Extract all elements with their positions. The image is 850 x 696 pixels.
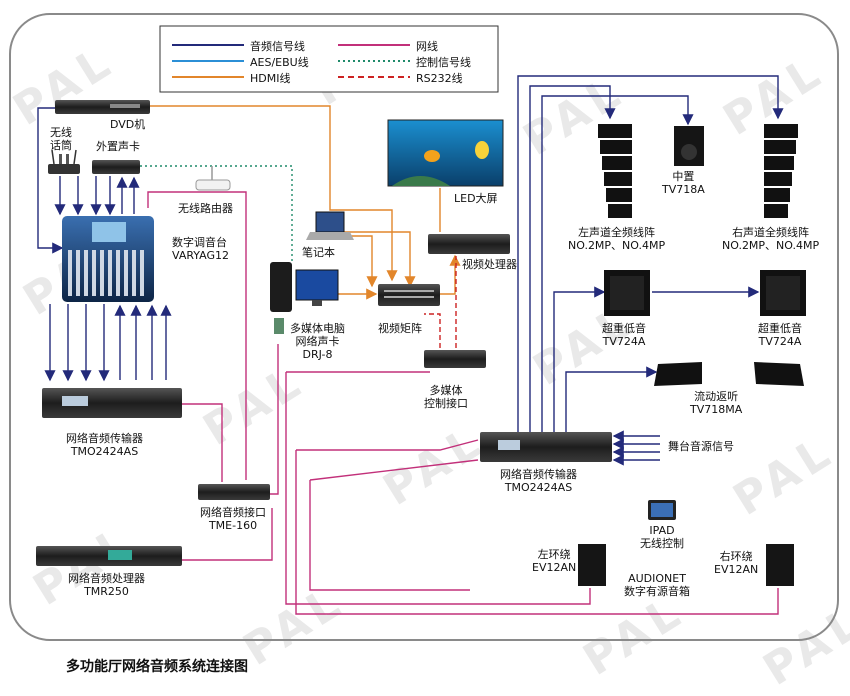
legend-hdmi: HDMI线 — [250, 72, 291, 85]
label-laptop: 笔记本 — [302, 246, 335, 259]
network-audio-transmitter-left-icon — [42, 388, 182, 418]
label-video-processor: 视频处理器 — [462, 258, 517, 271]
ipad-icon — [648, 500, 676, 520]
label-dvd: DVD机 — [110, 118, 146, 131]
right-surround-speaker-icon — [766, 544, 794, 586]
network-audio-processor-icon — [36, 546, 182, 566]
left-line-array-icon — [598, 124, 632, 218]
video-matrix-icon — [378, 284, 440, 306]
legend-network: 网线 — [416, 40, 438, 53]
floor-monitor-icon — [654, 362, 804, 386]
dvd-player-icon — [55, 100, 150, 114]
network-audio-transmitter-right-icon — [480, 432, 612, 462]
label-router: 无线路由器 — [178, 202, 233, 215]
label-stage-source: 舞台音源信号 — [668, 440, 734, 453]
mixer-icon — [62, 216, 154, 302]
laptop-icon — [306, 211, 354, 240]
network-audio-interface-icon — [198, 484, 270, 500]
left-surround-speaker-icon — [578, 544, 606, 586]
video-processor-icon — [428, 234, 510, 254]
legend-box — [159, 25, 499, 93]
router-icon — [195, 166, 231, 191]
label-multimedia-control: 多媒体控制接口 — [424, 384, 468, 410]
led-screen-icon — [387, 119, 504, 187]
right-line-array-icon — [764, 124, 798, 218]
center-speaker-icon — [674, 126, 704, 166]
multimedia-pc-icon — [270, 262, 339, 334]
label-external-card: 外置声卡 — [96, 140, 140, 153]
label-video-matrix: 视频矩阵 — [378, 322, 422, 335]
diagram-title: 多功能厅网络音频系统连接图 — [66, 659, 248, 675]
label-wireless-mic: 无线话筒 — [50, 126, 72, 152]
outer-frame — [9, 13, 839, 641]
external-sound-card-icon — [92, 160, 140, 174]
wireless-mic-icon — [48, 149, 80, 174]
legend-rs232: RS232线 — [416, 72, 463, 85]
subwoofer-left-icon — [604, 270, 650, 316]
legend-aes: AES/EBU线 — [250, 56, 309, 69]
legend-audio: 音频信号线 — [250, 40, 305, 53]
label-led-screen: LED大屏 — [454, 192, 498, 205]
subwoofer-right-icon — [760, 270, 806, 316]
legend-control: 控制信号线 — [416, 56, 471, 69]
multimedia-control-icon — [424, 350, 486, 368]
